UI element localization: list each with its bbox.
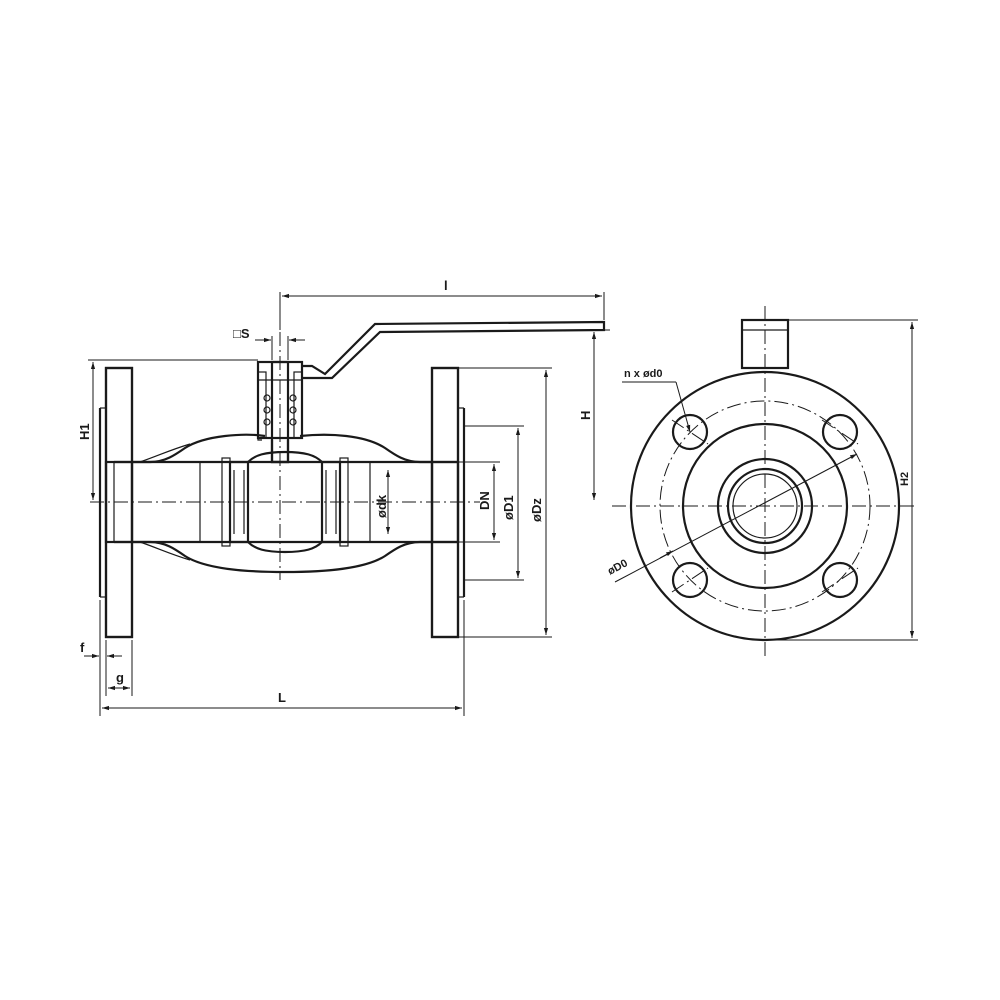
label-h: H <box>578 411 593 420</box>
dim-h: H <box>578 329 610 500</box>
dim-L: L <box>99 600 465 716</box>
label-l: l <box>444 278 448 293</box>
dim-nxd0: n x ød0 <box>622 368 691 433</box>
dim-h1: H1 <box>77 359 258 500</box>
label-h2: H2 <box>899 472 911 486</box>
label-L: L <box>278 690 286 705</box>
label-f: f <box>80 640 85 655</box>
dim-l: l <box>279 278 605 330</box>
label-h1: H1 <box>77 423 92 440</box>
label-dz: øDz <box>529 498 544 522</box>
dim-dn: DN <box>458 461 500 543</box>
end-view: n x ød0 øD0 H2 <box>606 306 918 656</box>
label-g: g <box>116 670 124 685</box>
bolt-hole-bottom-right <box>821 561 859 599</box>
label-s: □S <box>233 326 250 341</box>
label-d0: øD0 <box>606 557 630 577</box>
label-d1: øD1 <box>501 495 516 520</box>
bolt-hole-top-right <box>821 413 859 451</box>
label-dn: DN <box>477 491 492 510</box>
dim-dk: ødk <box>374 470 391 534</box>
dim-g: g <box>108 640 133 696</box>
valve-body <box>132 433 432 574</box>
label-nxd0: n x ød0 <box>624 368 663 380</box>
dim-dz: øDz <box>458 367 552 638</box>
side-view: l □S H1 H DN <box>77 278 610 716</box>
dim-h2: H2 <box>765 319 918 641</box>
dim-d1: øD1 <box>464 425 524 581</box>
bolt-hole-top-left <box>671 413 709 451</box>
dim-s: □S <box>233 326 305 360</box>
bolt-hole-bottom-left <box>671 561 709 599</box>
handle-lever <box>302 320 606 380</box>
label-dk: ødk <box>374 494 389 518</box>
